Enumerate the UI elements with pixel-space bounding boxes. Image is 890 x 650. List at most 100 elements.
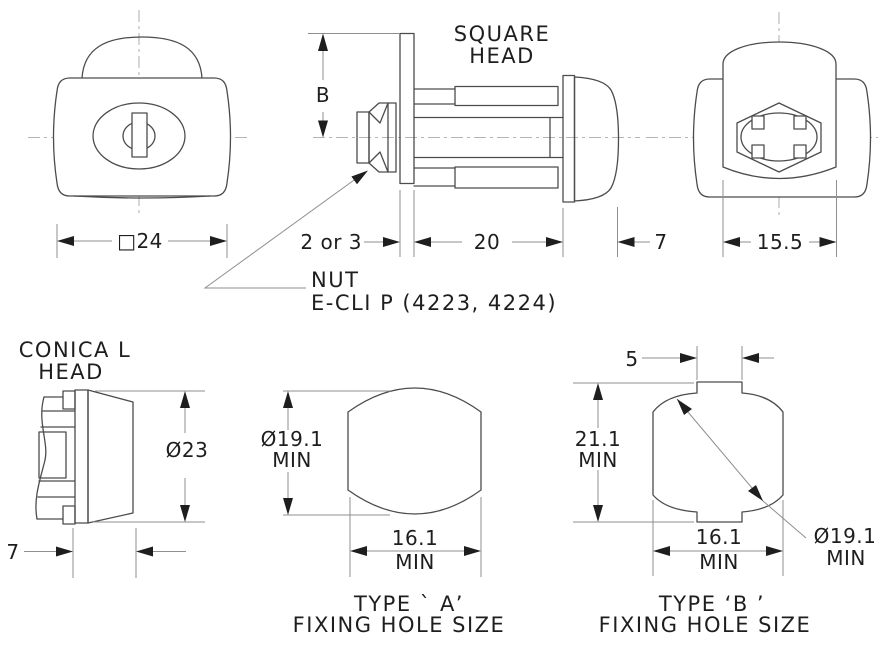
conical-title-line1: CONICA L [19,338,132,362]
dim-head-arrow [617,237,635,247]
type-b-height-arrow-down [593,505,603,522]
type-a-diameter-arrow-up [283,391,293,408]
square-head-title-line2: HEAD [469,44,535,68]
flange-plate [399,32,415,185]
rear-dim-arrow-left [723,237,740,247]
conical-diameter-arrow-up [180,391,190,408]
rear-cross-notch-br [793,144,807,159]
front-key-cap-outline [81,36,203,79]
type-b-tab-text: 5 [625,347,638,371]
type-a-caption-line2: FIXING HOLE SIZE [293,613,506,637]
type-a-flats-arrow-left [350,546,367,556]
barrel-lower-lug [454,166,559,189]
conical-break-line [35,396,47,520]
side-view: SQUARE HEAD B 2 or 3 20 7 [203,22,667,315]
type-b-flats-arrow-right [766,546,783,556]
conical-body-keyway [38,431,67,479]
front-dim-arrow-right [210,236,227,246]
conical-head-arrow-right [136,546,153,557]
type-b-height-refs [573,382,694,523]
type-a-view: Ø19.1 MIN 16.1 MIN TYPE ` A’ FIXING HOLE… [261,387,506,637]
nut-chamfer-lines [368,102,389,173]
type-b-tab-ext-lines [696,346,743,380]
type-b-flats-arrow-left [653,546,670,556]
head-cap-profile [573,76,620,202]
type-a-diameter-text: Ø19.1 [261,427,324,451]
side-extension-lines [399,190,618,257]
type-b-height-arrow-up [593,383,603,400]
type-b-diameter-arrow-lower [748,485,763,501]
rear-cross-notch-tl [751,115,765,130]
rear-hexagon [736,102,822,173]
type-b-diameter-text: Ø19.1 [814,524,877,548]
conical-flange-plate [74,389,89,524]
conical-diameter-text: Ø23 [166,438,209,462]
barrel-neck-lines [413,88,456,187]
type-b-height-text: 21.1 [575,427,622,451]
type-a-hole-shape [347,387,482,515]
type-b-tab-arrow-right [742,353,759,363]
rear-extension-lines [722,180,837,257]
dim-head-text: 7 [654,230,667,254]
nut-leader-line [203,172,365,289]
front-width-dimension: □24 [117,229,163,253]
barrel-core-lines [413,116,564,159]
type-b-caption-line2: FIXING HOLE SIZE [599,613,812,637]
dim-body-arrow-right [546,237,563,247]
eclip-label: E-CLI P (4223, 4224) [311,291,557,315]
rear-view: 15.5 [646,12,878,257]
conical-bottom-tab [62,505,76,525]
type-b-diameter-min: MIN [826,546,866,570]
conical-title-line2: HEAD [38,360,104,384]
front-cylinder-face [92,102,186,170]
conical-body-lines [36,396,76,520]
front-dim-arrow-left [57,236,74,246]
front-keyhole-slot [131,112,148,158]
dim-body-arrow-left [414,237,431,247]
front-body-bottom-edge [73,195,211,199]
head-base-plate [562,74,576,203]
conical-head-dim-lines [24,528,186,578]
barrel-upper-lug [454,85,559,107]
square-head-title-line1: SQUARE [454,22,550,46]
type-a-flats-min: MIN [395,550,435,574]
conical-head-dim-text: 7 [6,540,19,564]
dim-b-arrow-down [318,120,328,138]
conical-view: CONICA L HEAD Ø23 7 [6,338,208,578]
rear-cross-notch-bl [751,144,765,159]
rear-cross-notch-tr [793,115,807,130]
type-b-view: 5 21.1 MIN 16.1 MIN Ø19.1 MIN TYPE ‘B ’ … [573,346,876,637]
conical-cone-profile [87,389,134,524]
nut-label: NUT [311,268,359,292]
conical-diameter-refs [93,390,205,523]
conical-head-arrow-left [56,546,73,557]
dim-b-text: B [316,83,330,107]
conical-diameter-arrow-down [180,505,190,522]
type-b-tab-arrow-left [680,353,697,363]
dim-flange-arrow [383,237,400,247]
type-b-flats-text: 16.1 [696,525,743,549]
front-view: □24 [28,10,250,258]
type-b-flats-ext-lines [652,500,784,576]
type-a-flats-ext-lines [349,497,482,577]
rear-width-dimension: 15.5 [757,230,804,254]
dim-b-arrow-up [318,33,328,51]
type-b-diameter-arrow-upper [677,399,692,415]
type-b-hole-shape [652,381,784,523]
dim-body-text: 20 [474,230,500,254]
rear-dim-arrow-right [819,237,837,247]
type-b-flats-min: MIN [699,550,739,574]
type-a-diameter-arrow-down [283,498,293,515]
rear-cap-outline [722,41,837,180]
rear-cam-oval [740,112,818,162]
type-a-diameter-min: MIN [272,448,312,472]
type-b-height-min: MIN [578,448,618,472]
dim-flange-text: 2 or 3 [300,230,362,254]
conical-top-tab [62,390,76,410]
type-b-caption-line1: TYPE ‘B ’ [658,592,765,616]
nut-leader-arrow [351,170,368,185]
type-a-diameter-refs [283,390,390,516]
type-a-flats-text: 16.1 [392,526,439,550]
